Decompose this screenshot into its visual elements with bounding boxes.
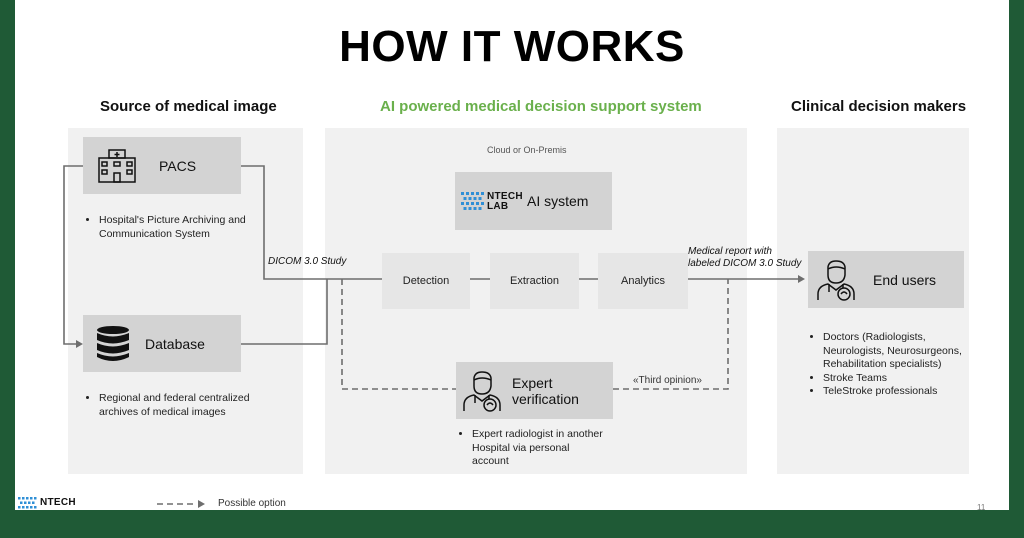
- expert-description: Expert radiologist in another Hospital v…: [458, 428, 608, 469]
- column-heading-clinical: Clinical decision makers: [791, 98, 967, 115]
- slide: HOW IT WORKS Source of medical image AI …: [15, 0, 1009, 510]
- bottom-frame-band: [0, 510, 1024, 538]
- expert-verification-box[interactable]: Expert verification: [456, 362, 613, 419]
- pacs-label: PACS: [159, 157, 197, 174]
- page-title: HOW IT WORKS: [339, 22, 685, 71]
- dashed-expert-to-output-line: [613, 279, 729, 390]
- step-analytics[interactable]: Analytics: [598, 253, 688, 309]
- legend-label: Possible option: [218, 498, 286, 509]
- ntech-lab-logo-icon: [461, 192, 484, 210]
- database-icon: [97, 326, 129, 361]
- ntech-footer-logo: NTECH: [40, 497, 76, 508]
- database-box[interactable]: Database: [83, 315, 241, 372]
- list-item: Stroke Teams: [823, 372, 969, 386]
- database-description: Regional and federal centralized archive…: [85, 392, 285, 419]
- end-users-description: Doctors (Radiologists, Neurologists, Neu…: [809, 331, 969, 399]
- pacs-to-database-line: [63, 165, 83, 345]
- step-extraction[interactable]: Extraction: [490, 253, 579, 309]
- dashed-to-expert-line: [341, 279, 456, 390]
- pacs-to-pipeline-line: [241, 165, 382, 280]
- deployment-note: Cloud or On-Premis: [487, 145, 567, 155]
- pacs-box[interactable]: PACS: [83, 137, 241, 194]
- third-opinion-label: «Third opinion»: [633, 375, 702, 386]
- end-users-box[interactable]: End users: [808, 251, 964, 308]
- ntech-lab-logo: NTECH LAB: [487, 191, 523, 212]
- output-flow-label: Medical report with labeled DICOM 3.0 St…: [688, 246, 802, 269]
- ntech-footer-logo-icon: [18, 497, 37, 509]
- list-item: Expert radiologist in another Hospital v…: [472, 428, 608, 469]
- end-users-label: End users: [873, 271, 937, 288]
- doctor-icon: [817, 260, 855, 301]
- expert-label: Expert verification: [512, 375, 579, 407]
- pacs-description: Hospital's Picture Archiving and Communi…: [85, 214, 285, 241]
- doctor-icon: [463, 371, 501, 412]
- page-number: 11: [977, 503, 986, 510]
- ai-system-label: AI system: [527, 193, 589, 209]
- flow-connectors: [63, 165, 805, 508]
- list-item: Doctors (Radiologists, Neurologists, Neu…: [823, 331, 969, 372]
- column-heading-ai: AI powered medical decision support syst…: [380, 98, 702, 115]
- database-to-pipeline-line: [241, 279, 328, 345]
- ai-system-box[interactable]: NTECH LAB AI system: [455, 172, 612, 230]
- database-label: Database: [145, 335, 205, 352]
- input-flow-label: DICOM 3.0 Study: [268, 256, 347, 267]
- list-item: Regional and federal centralized archive…: [99, 392, 285, 419]
- hospital-icon: [98, 149, 136, 183]
- step-detection[interactable]: Detection: [382, 253, 470, 309]
- list-item: Hospital's Picture Archiving and Communi…: [99, 214, 285, 241]
- column-heading-source: Source of medical image: [100, 98, 277, 115]
- list-item: TeleStroke professionals: [823, 385, 969, 399]
